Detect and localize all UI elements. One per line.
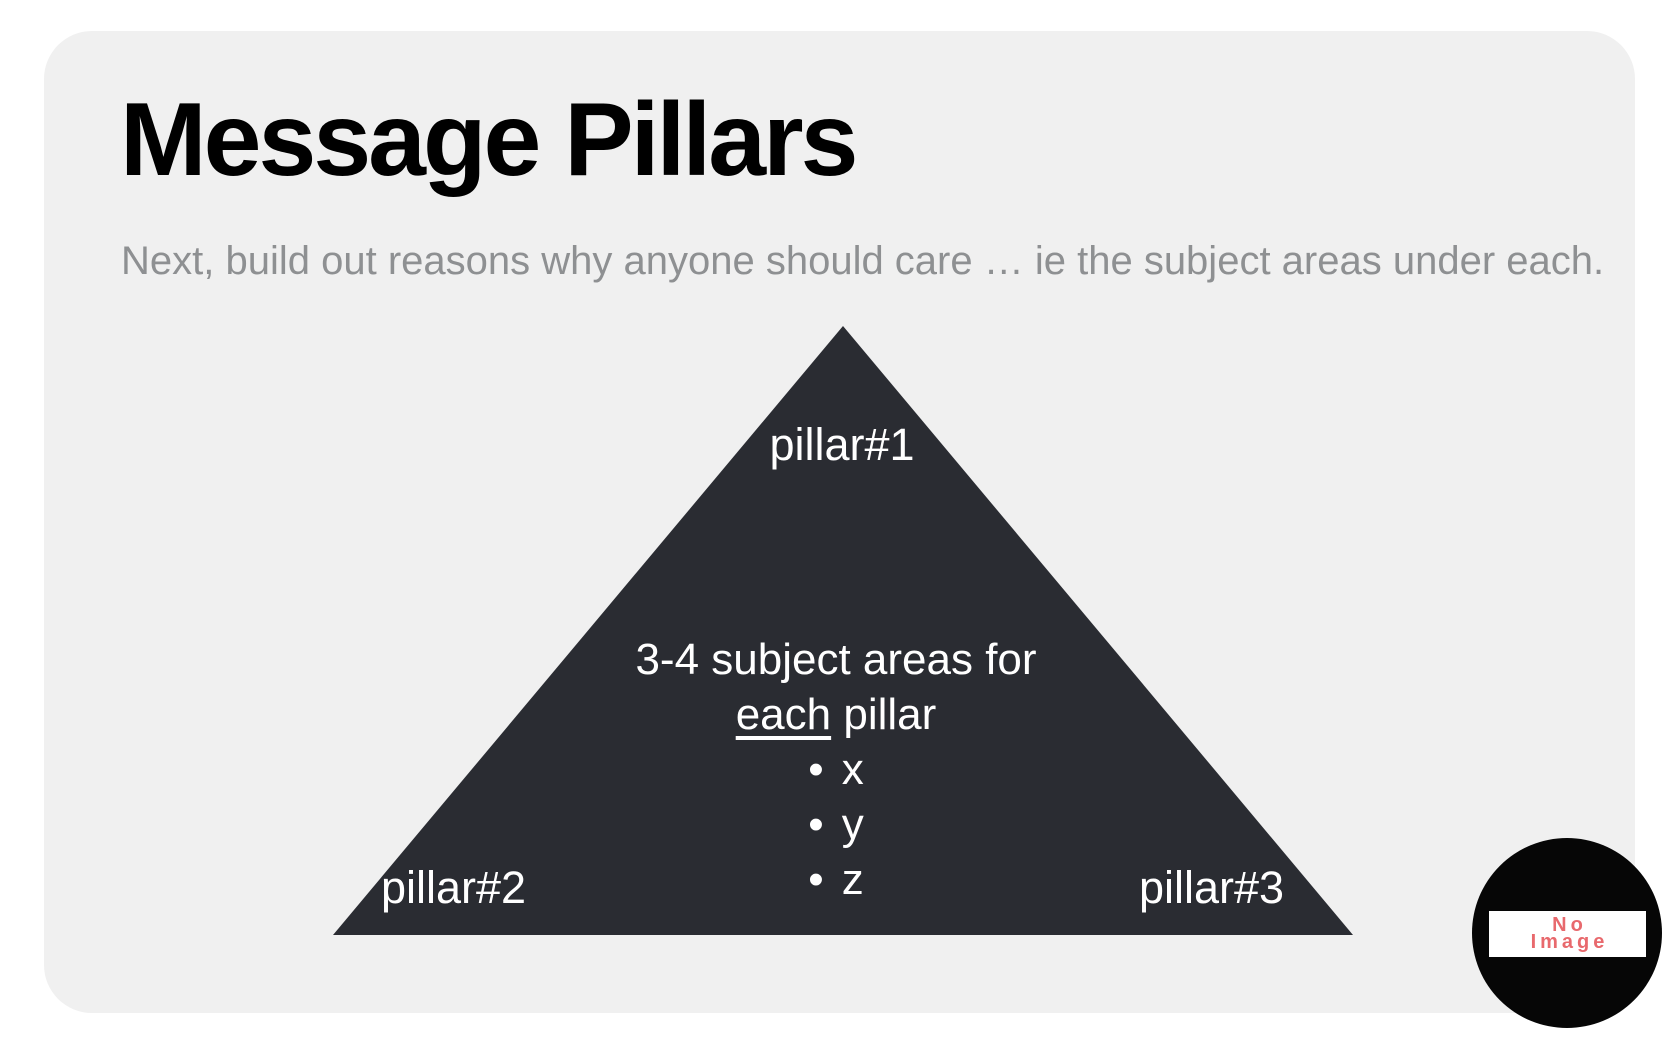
pyramid-note-line2-rest: pillar [831, 690, 937, 739]
bullet-label: y [841, 800, 864, 849]
slide-title: Message Pillars [120, 82, 858, 198]
bullet-icon: • [808, 745, 824, 794]
underlined-word: each [735, 690, 832, 739]
slide-subtitle: Next, build out reasons why anyone shoul… [121, 239, 1605, 283]
bullet-item: •x [635, 742, 1036, 797]
bullet-item: •y [635, 797, 1036, 852]
slide-card: Message Pillars Next, build out reasons … [44, 31, 1635, 1013]
bullet-label: x [841, 745, 864, 794]
bullet-icon: • [808, 855, 824, 904]
no-image-badge: No Image [1472, 838, 1662, 1028]
no-image-text-line2: Image [1530, 931, 1609, 953]
pyramid-label-top: pillar#1 [769, 419, 915, 470]
pyramid-note-line2: each pillar [635, 687, 1036, 742]
bullet-label: z [841, 855, 864, 904]
bullet-item: •z [635, 852, 1036, 907]
pyramid-label-bottom-left: pillar#2 [381, 862, 527, 913]
pyramid-label-bottom-right: pillar#3 [1139, 862, 1285, 913]
no-image-band: No Image [1489, 911, 1646, 957]
pyramid-note-line1: 3-4 subject areas for [635, 635, 1037, 684]
bullet-icon: • [808, 800, 824, 849]
no-image-text-line1: No [1552, 914, 1587, 936]
pyramid-center-text: 3-4 subject areas for each pillar •x •y … [635, 632, 1036, 907]
